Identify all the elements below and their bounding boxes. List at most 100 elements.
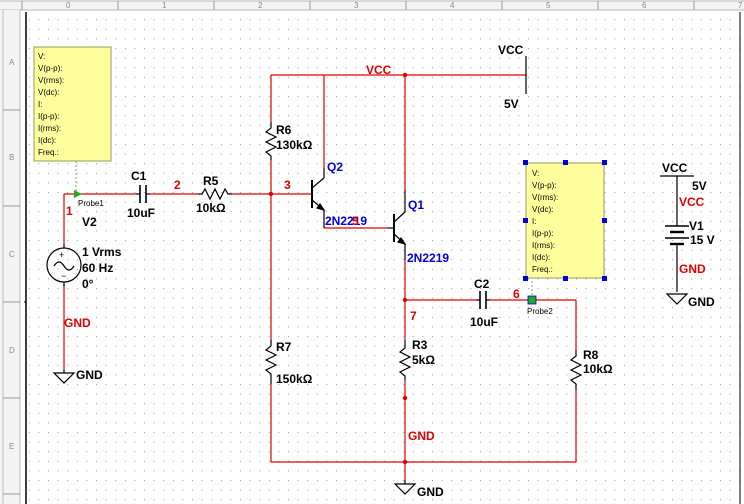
r5-name: R5 [203,174,219,188]
probe1-field-1: V(p-p): [38,64,62,73]
gnd-label-left: GND [76,368,103,382]
ruler-left-c: C [9,250,15,259]
node-7: 7 [410,309,417,323]
vcc-top-source[interactable]: VCC 5V [498,43,527,111]
vcc-right-source[interactable]: VCC 5V VCC [660,161,707,226]
q1-transistor[interactable] [388,190,407,260]
r6-name: R6 [276,123,292,137]
probe2-field-6: I(rms): [532,241,555,250]
v2-amplitude: 1 Vrms [82,245,122,259]
probe1-field-3: V(dc): [38,88,59,97]
node-2: 2 [174,178,181,192]
probe1-field-5: I(p-p): [38,112,59,121]
r3-value: 5kΩ [412,353,435,367]
q2-model: 2N2219 [325,214,367,228]
gnd-net-label-mid: GND [408,429,435,443]
probe1-label: Probe1 [78,199,104,208]
gnd-symbol-left[interactable] [52,370,76,384]
r8-name: R8 [583,348,599,362]
r5-value: 10kΩ [196,201,226,215]
ruler-top-6: 6 [642,1,647,10]
svg-text:−: − [61,271,66,281]
gnd-symbol-right[interactable] [665,293,689,305]
ruler-top-5: 5 [546,1,551,10]
gnd-symbol-bottom[interactable] [393,480,417,495]
gnd-label-right: GND [688,295,715,309]
junctions [268,72,408,465]
ruler-top-3: 3 [354,1,359,10]
probe1-field-6: I(rms): [38,124,61,133]
v2-phase: 0° [82,277,94,291]
v1-name: V1 [689,219,704,233]
q1-model: 2N2219 [407,251,449,265]
ruler-top-7: 7 [738,1,743,10]
probe1-field-8: Freq.: [38,148,59,157]
v2-frequency: 60 Hz [82,261,113,275]
vcc-right-value: 5V [692,179,707,193]
q2-name: Q2 [327,160,343,174]
probe2-field-8: Freq.: [532,265,553,274]
svg-text:+: + [59,250,64,260]
node-5: 5 [352,214,359,228]
c1-name: C1 [131,169,147,183]
dot-grid [24,12,744,504]
ruler-left-a: A [9,58,15,67]
r8-value: 10kΩ [583,362,613,376]
vcc-top-label: VCC [498,43,524,57]
r5-resistor[interactable] [198,187,232,201]
gnd-label-bottom: GND [417,485,444,499]
probe2-field-0: V: [532,169,539,178]
r6-resistor[interactable] [264,122,278,160]
vcc-right-net: VCC [679,195,705,209]
r7-value: 150kΩ [276,372,313,386]
v1-dc-source[interactable] [665,225,689,292]
probe2-field-7: I(dc): [532,253,550,262]
probe2-field-5: I(p-p): [532,229,553,238]
q2-transistor[interactable] [311,168,326,228]
probe1-field-0: V: [38,52,45,61]
probe2-field-3: V(dc): [532,205,553,214]
probe2-field-2: V(rms): [532,193,558,202]
vcc-right-label: VCC [662,161,688,175]
gnd-net-label-left: GND [64,316,91,330]
r3-resistor[interactable] [398,340,412,380]
gnd-net-label-right: GND [679,262,706,276]
c1-value: 10uF [127,206,155,220]
v2-ac-source[interactable]: + − [46,244,82,286]
ruler-top-0: 0 [66,1,71,10]
probe1-marker[interactable] [74,190,82,198]
vcc-net-label: VCC [366,63,392,77]
probe1-field-7: I(dc): [38,136,56,145]
c2-capacitor[interactable] [476,291,490,309]
v2-name: V2 [82,215,97,229]
probe1-readout[interactable]: V: V(p-p): V(rms): V(dc): I: I(p-p): I(rms): I(… [33,46,112,162]
r7-name: R7 [276,340,292,354]
node-3: 3 [284,178,291,192]
ruler-top-2: 2 [258,1,263,10]
probe2-marker[interactable] [527,295,537,305]
r7-resistor[interactable] [264,340,278,384]
probe1-field-4: I: [38,100,42,109]
top-ruler: 0 1 2 3 4 5 6 7 [0,0,744,11]
ruler-left-d: D [9,346,15,355]
wires [63,74,577,480]
q1-name: Q1 [408,198,424,212]
probe2-label: Probe2 [527,307,553,316]
probe2-field-4: I: [532,217,536,226]
r8-resistor[interactable] [569,350,583,390]
probe1-field-2: V(rms): [38,76,64,85]
node-1: 1 [66,204,73,218]
vcc-top-value: 5V [504,97,519,111]
c2-name: C2 [474,277,490,291]
ruler-top-4: 4 [450,1,455,10]
probe2-readout[interactable]: V: V(p-p): V(rms): V(dc): I: I(p-p): I(rms): I(… [523,160,607,281]
ruler-top-1: 1 [162,1,167,10]
c2-value: 10uF [470,315,498,329]
node-6: 6 [513,287,520,301]
ruler-left-e: E [9,442,14,451]
r3-name: R3 [412,338,428,352]
probe2-field-1: V(p-p): [532,181,556,190]
v1-value: 15 V [690,233,715,247]
c1-capacitor[interactable] [136,185,150,203]
